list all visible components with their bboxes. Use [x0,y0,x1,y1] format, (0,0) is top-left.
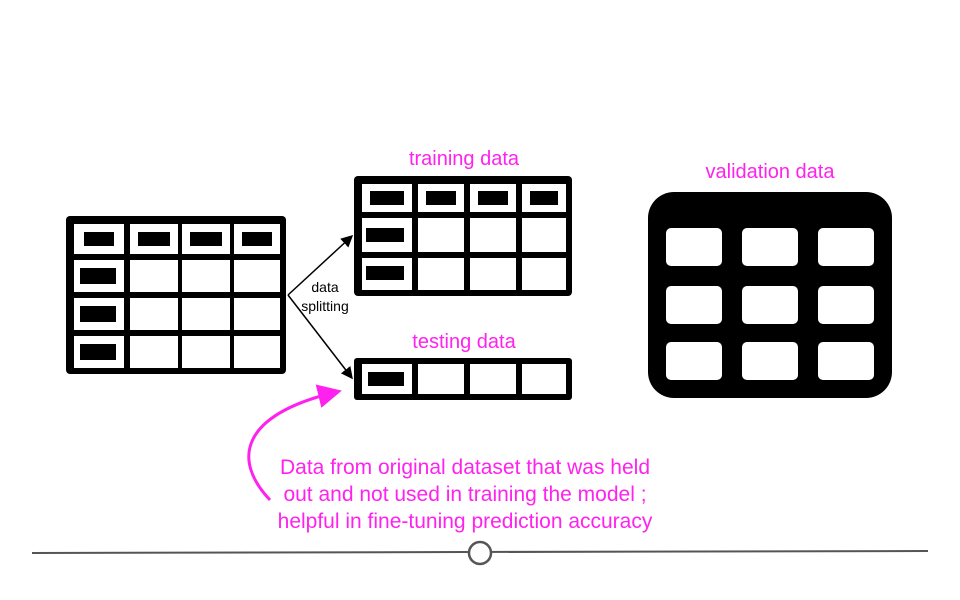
validation-data-table [648,192,892,398]
validation-data-label: validation data [706,161,836,183]
training-data-table [354,176,572,296]
split-label-line2: splitting [301,298,348,314]
original-dataset-table [66,216,286,374]
note-line-2: out and not used in training the model ; [283,483,646,506]
note-line-1: Data from original dataset that was held [280,456,650,479]
arrow-to-training [287,234,354,296]
testing-data-label: testing data [412,331,516,353]
arrow-to-testing [287,294,353,380]
note-line-3: helpful in fine-tuning prediction accura… [278,510,653,533]
training-data-label: training data [409,148,520,170]
split-label-line1: data [311,279,338,295]
testing-data-table [354,358,572,400]
timeline-handle[interactable] [467,540,493,566]
note-pointer-arrow [247,384,342,502]
